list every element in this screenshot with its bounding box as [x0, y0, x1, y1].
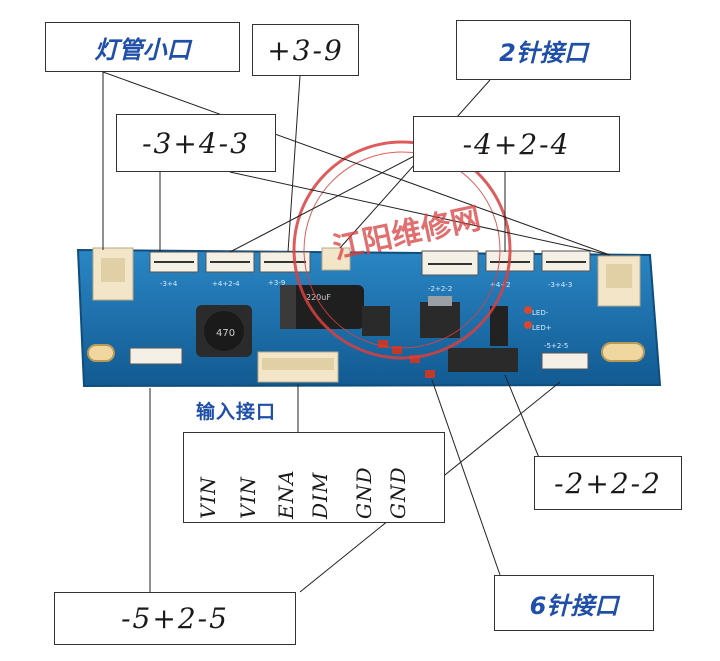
label-m4p2m4: -4+2-4	[413, 116, 620, 172]
svg-text:+3-9: +3-9	[268, 279, 285, 287]
svg-text:-2+2-2: -2+2-2	[428, 285, 452, 293]
mosfet	[420, 302, 460, 338]
label-m5p2m5: -5+2-5	[54, 592, 296, 645]
stamp-watermark	[292, 140, 512, 360]
pin-gnd-2: GND	[352, 466, 376, 519]
label-plus3-9: +3-9	[252, 24, 359, 76]
label-two-pin-port: 2针接口	[456, 20, 631, 80]
fpc-bottom-left	[129, 347, 183, 365]
svg-text:+4+2: +4+2	[490, 281, 511, 289]
two-pin-connector	[321, 247, 351, 271]
svg-text:-5+2-5: -5+2-5	[544, 342, 568, 350]
stamp-text: 江阳维修网	[330, 201, 484, 266]
label-m3p4m3: -3+4-3	[116, 114, 276, 172]
pin-vin-1: VIN	[236, 476, 260, 519]
svg-text:-3+4: -3+4	[160, 280, 178, 288]
pin-ena: ENA	[274, 469, 298, 519]
label-lamp-port: 灯管小口	[45, 22, 240, 72]
fpc-bottom-right	[541, 352, 589, 370]
mount-hole-right	[601, 342, 645, 362]
svg-text:LED+: LED+	[532, 324, 552, 332]
svg-text:+4+2-4: +4+2-4	[212, 280, 240, 288]
label-input-port: 输入接口	[196, 401, 277, 423]
svg-text:LED-: LED-	[532, 309, 549, 317]
pin-gnd-1: GND	[386, 466, 410, 519]
pin-dim: DIM	[308, 471, 332, 519]
input-pin-list: GND GND DIM ENA VIN VIN	[183, 432, 445, 523]
pin-vin-2: VIN	[196, 476, 220, 519]
svg-text:-3+4-3: -3+4-3	[548, 281, 572, 289]
leader-lines	[102, 71, 611, 593]
label-six-pin-port: 6针接口	[494, 575, 654, 631]
svg-text:220uF: 220uF	[306, 293, 331, 302]
mount-hole-left	[87, 344, 115, 362]
ic-chip	[362, 306, 390, 336]
label-m2p2m2: -2+2-2	[534, 456, 682, 510]
svg-text:470: 470	[216, 328, 235, 339]
